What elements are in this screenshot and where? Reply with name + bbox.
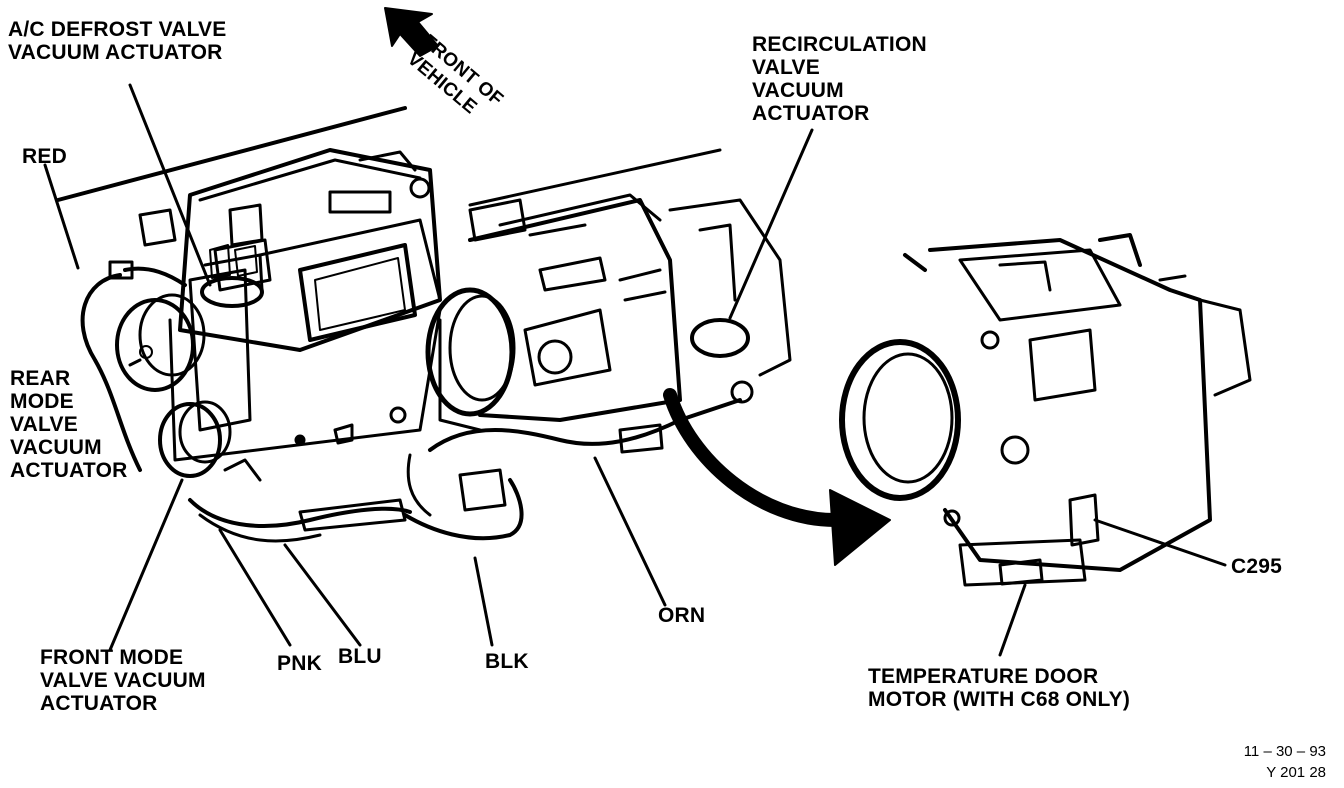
label-blk-hose: BLK (485, 650, 529, 673)
label-ac-defrost-actuator: A/C DEFROST VALVE VACUUM ACTUATOR (8, 18, 227, 64)
label-orn-hose: ORN (658, 604, 706, 627)
label-pnk-hose: PNK (277, 652, 322, 675)
detail-transfer-arrowhead (829, 489, 891, 566)
recirculation-actuator (668, 198, 792, 404)
ac-defrost-actuator (200, 244, 264, 308)
rear-mode-actuator (115, 293, 206, 392)
detail-transfer-arrow (663, 388, 842, 527)
blower-housing (425, 193, 682, 432)
front-of-vehicle-arrow (384, 7, 439, 57)
upper-edge-line-right (468, 148, 722, 207)
label-red-hose: RED (22, 145, 67, 168)
leader-lines (43, 83, 1227, 657)
label-front-mode-actuator: FRONT MODE VALVE VACUUM ACTUATOR (40, 646, 206, 715)
label-temperature-door-motor: TEMPERATURE DOOR MOTOR (WITH C68 ONLY) (868, 665, 1131, 711)
vacuum-hoses (80, 260, 742, 543)
figure-id-code: Y 201 28 (1266, 764, 1326, 781)
temperature-door-module (839, 233, 1252, 587)
label-c295-connector: C295 (1231, 555, 1283, 578)
label-rear-mode-actuator: REAR MODE VALVE VACUUM ACTUATOR (10, 367, 128, 482)
label-blu-hose: BLU (338, 645, 382, 668)
front-mode-actuator (158, 400, 232, 478)
label-recirculation-actuator: RECIRCULATION VALVE VACUUM ACTUATOR (752, 33, 927, 125)
upper-edge-line (56, 106, 407, 202)
main-hvac-case (138, 148, 442, 462)
figure-date-code: 11 – 30 – 93 (1243, 743, 1326, 760)
